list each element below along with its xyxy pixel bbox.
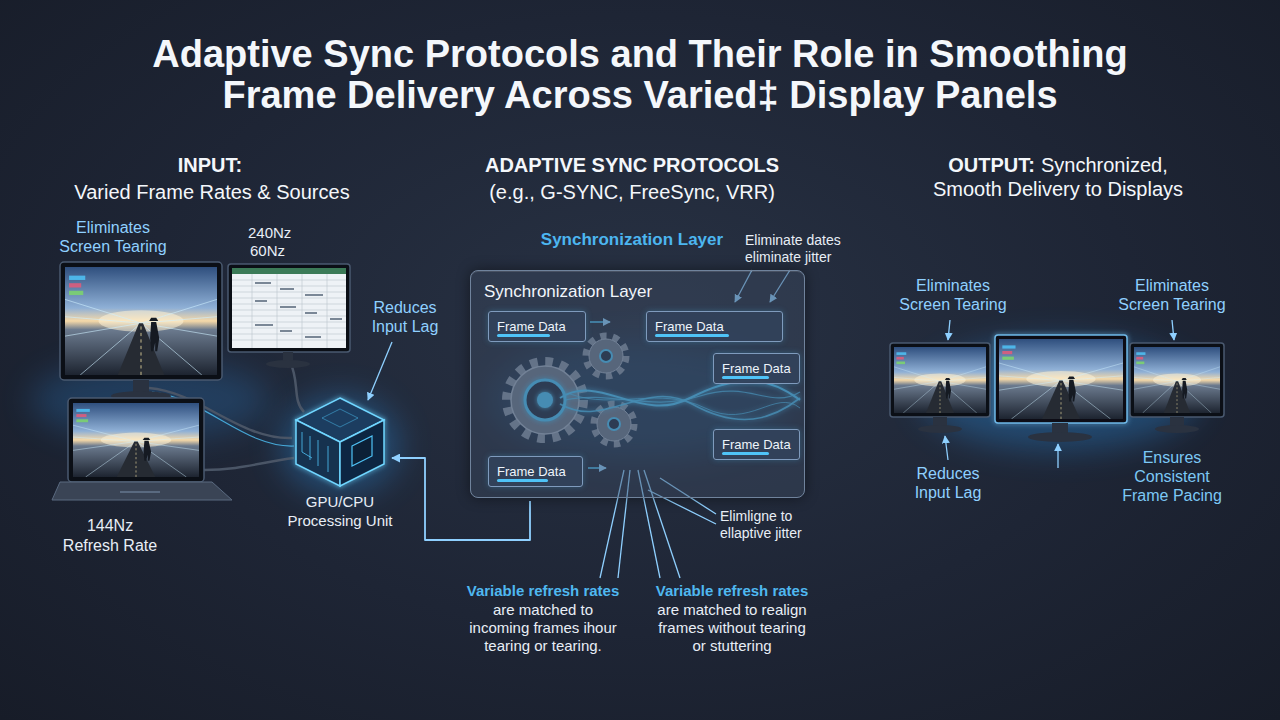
monitor-illustration <box>65 267 217 375</box>
spreadsheet-monitor <box>266 360 310 368</box>
output-monitor <box>999 339 1123 419</box>
note-body: are matched to incoming frames ihour tea… <box>465 601 621 655</box>
output-monitor <box>918 425 962 433</box>
monitor-illustration <box>60 262 222 380</box>
refresh-rate-caption: Refresh Rate <box>40 536 180 555</box>
leader-line <box>368 342 392 400</box>
spreadsheet-monitor <box>232 268 346 348</box>
output-monitor <box>890 343 990 433</box>
diagram-title: Adaptive Sync Protocols and Their Role i… <box>120 34 1160 116</box>
circuit-trace <box>302 452 312 458</box>
frame-data-box: Frame Data <box>488 456 583 487</box>
chip-icon <box>302 409 372 472</box>
note-heading: Variable refresh rates <box>443 582 643 600</box>
frame-data-box: Frame Data <box>713 429 800 460</box>
refresh-rate: 60Nz <box>250 242 320 260</box>
column-heading: ADAPTIVE SYNC PROTOCOLS <box>432 153 832 177</box>
flow-arrow <box>816 386 842 391</box>
input-cables <box>204 458 294 470</box>
column-heading: INPUT: <box>100 153 320 177</box>
output-monitor <box>1130 343 1224 417</box>
benefit-note: Ensures Consistent Frame Pacing <box>1120 448 1225 505</box>
laptop-illustration <box>52 398 232 500</box>
frame-data-label: Frame Data <box>655 319 724 334</box>
processing-unit-cube: GPU/CPU Processing Unit <box>292 396 388 488</box>
layer-heading: Synchronization Layer <box>502 230 762 250</box>
note-body: are matched to realign frames without te… <box>656 601 808 655</box>
flow-arrow <box>392 422 453 427</box>
output-monitor <box>890 343 990 417</box>
laptop-illustration <box>120 491 160 493</box>
frame-data-label: Frame Data <box>497 319 566 334</box>
laptop-illustration <box>52 482 232 500</box>
spreadsheet-monitor <box>228 264 350 352</box>
benefit-note: Reduces Input Lag <box>900 464 996 502</box>
output-monitor <box>995 335 1127 442</box>
benefit-note: Eliminates Screen Tearing <box>1113 276 1231 314</box>
frame-data-label: Frame Data <box>722 437 791 452</box>
monitor-illustration <box>60 262 222 401</box>
cube-outline <box>292 396 388 488</box>
refresh-rate: 240Nz <box>248 224 318 242</box>
output-monitor <box>1134 347 1220 413</box>
sync-layer-panel: Frame DataFrame DataFrame DataFrame Data… <box>470 270 805 498</box>
frame-data-box: Frame Data <box>646 311 783 342</box>
cube-face <box>296 420 340 486</box>
output-monitor <box>1130 343 1224 433</box>
leader-line <box>368 270 1174 578</box>
benefit-note: Eliminates Screen Tearing <box>54 218 172 256</box>
frame-data-label: Frame Data <box>497 464 566 479</box>
frame-data-box: Frame Data <box>488 311 586 342</box>
back-glow <box>280 395 400 495</box>
column-heading: OUTPUT: <box>948 154 1035 176</box>
note-heading: Variable refresh rates <box>632 582 832 600</box>
leader-line <box>1172 320 1174 340</box>
laptop-illustration <box>73 403 199 477</box>
laptop-illustration <box>68 398 204 482</box>
circuit-trace <box>302 432 303 452</box>
leader-line <box>945 436 948 460</box>
column-subheading: (e.g., G-SYNC, FreeSync, VRR) <box>432 180 832 204</box>
column-subheading: Varied Frame Rates & Sources <box>42 180 382 204</box>
annotation: Elimligne to ellaptive jitter <box>720 508 840 542</box>
refresh-rate: 144Nz <box>40 516 180 535</box>
chip-icon <box>322 409 358 427</box>
unit-label: GPU/CPU Processing Unit <box>280 492 400 530</box>
output-monitor <box>894 347 986 413</box>
panel-heading: Synchronization Layer <box>484 282 652 302</box>
circuit-trace <box>328 446 329 472</box>
frame-data-box: Frame Data <box>713 353 800 384</box>
cube-outline <box>296 398 384 486</box>
cube-face <box>340 420 384 486</box>
annotation: Eliminate dates eliminate jitter <box>745 232 865 266</box>
benefit-note: Reduces Input Lag <box>357 298 453 336</box>
frame-data-label: Frame Data <box>722 361 791 376</box>
output-monitor <box>1155 425 1199 433</box>
leader-line <box>1057 444 1058 468</box>
output-monitor <box>995 335 1127 423</box>
chip-icon <box>352 436 372 466</box>
input-cables <box>290 362 304 412</box>
spreadsheet-monitor <box>228 264 350 368</box>
benefit-note: Eliminates Screen Tearing <box>894 276 1012 314</box>
leader-line <box>948 320 950 340</box>
output-monitor <box>1028 432 1092 442</box>
circuit-trace <box>318 440 319 466</box>
